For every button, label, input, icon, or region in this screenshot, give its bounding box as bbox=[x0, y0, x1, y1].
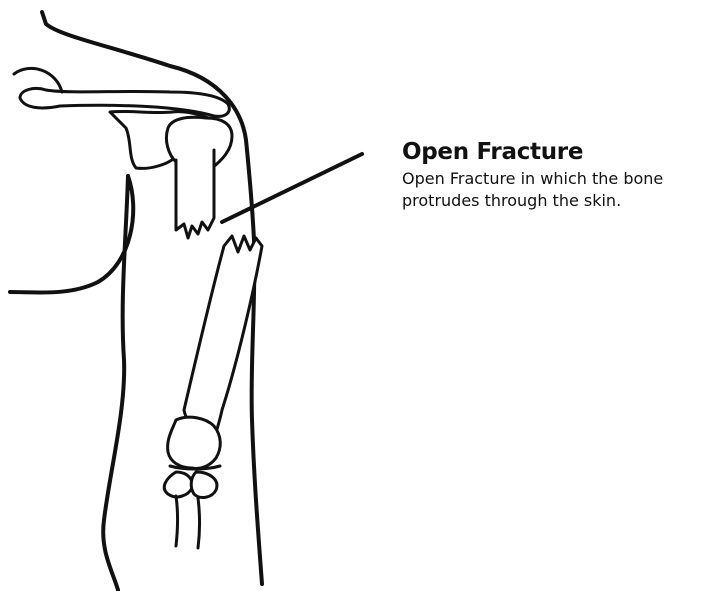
forearm-shaft-right bbox=[198, 498, 200, 548]
arm-inner-outline bbox=[103, 176, 128, 590]
callout-description: Open Fracture in which the bone protrude… bbox=[402, 168, 728, 212]
torso-outline-back bbox=[10, 176, 133, 293]
forearm-shaft-left bbox=[176, 496, 178, 546]
ulna-bone bbox=[191, 472, 217, 497]
callout-title: Open Fracture bbox=[402, 138, 728, 166]
callout-label: Open Fracture Open Fracture in which the… bbox=[402, 138, 728, 212]
humerus-upper-fragment bbox=[176, 150, 214, 238]
radius-bone bbox=[164, 472, 192, 497]
elbow-condyles bbox=[168, 417, 221, 468]
callout-leader-line bbox=[222, 154, 362, 222]
